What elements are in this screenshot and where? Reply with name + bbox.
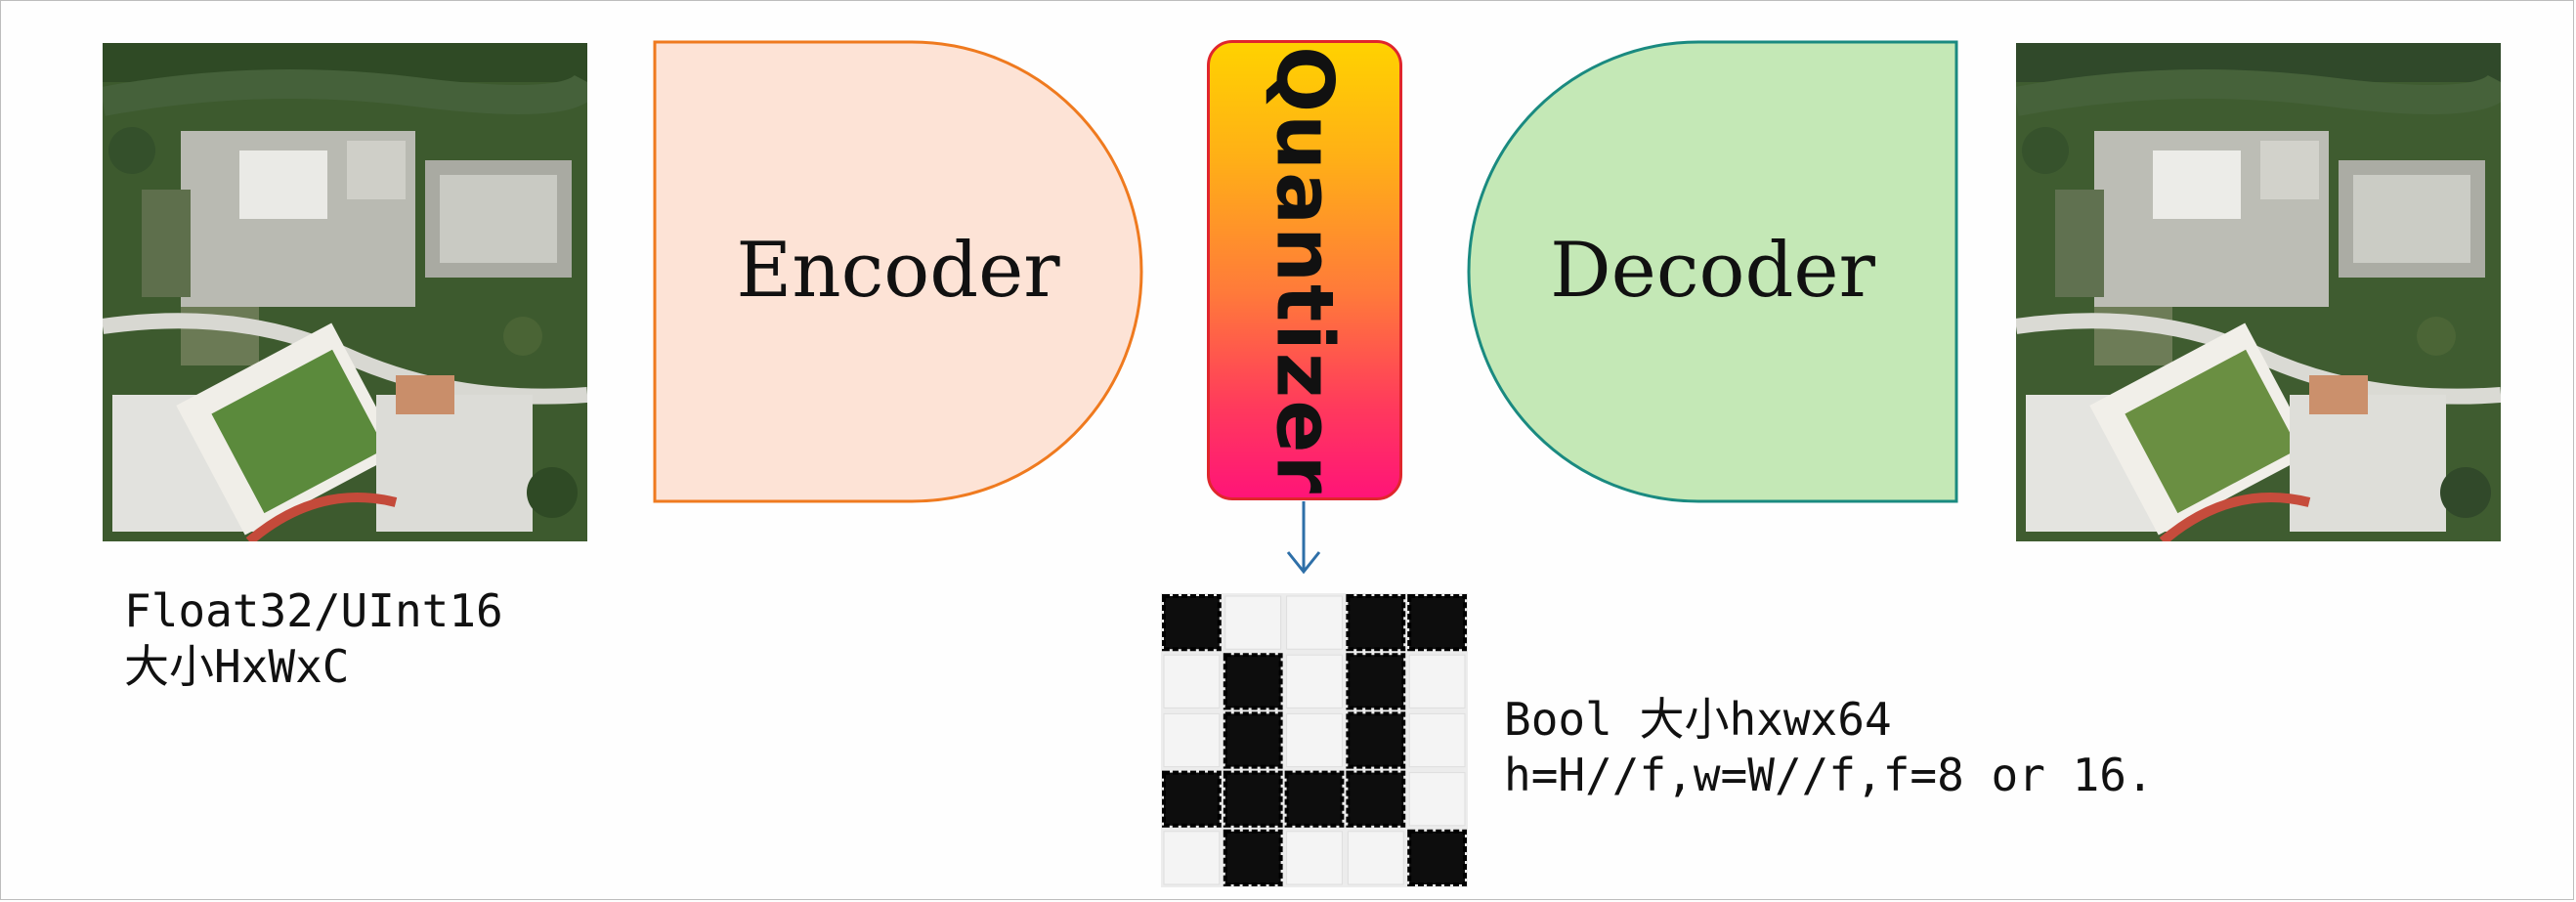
- decoder-label: Decoder: [1550, 227, 1875, 315]
- bool-cell-true: [1223, 711, 1283, 769]
- bool-cell-true: [1407, 594, 1467, 652]
- bool-cell-false: [1286, 595, 1343, 650]
- bool-cell-true: [1223, 829, 1283, 887]
- input-satellite-image: [103, 43, 587, 541]
- bool-cell-false: [1408, 712, 1466, 768]
- bool-caption: Bool 大小hxwx64 h=H//f,w=W//f,f=8 or 16.: [1504, 692, 2154, 803]
- input-caption-line1: Float32/UInt16: [124, 584, 503, 637]
- arrow-down-icon: [1286, 501, 1321, 575]
- bool-latent-grid: [1161, 593, 1468, 887]
- bool-cell-false: [1408, 654, 1466, 709]
- bool-cell-false: [1286, 654, 1343, 709]
- bool-cell-false: [1224, 595, 1282, 650]
- encoder-block: Encoder: [653, 40, 1143, 503]
- bool-caption-line2: h=H//f,w=W//f,f=8 or 16.: [1504, 749, 2154, 801]
- bool-cell-true: [1223, 653, 1283, 710]
- input-caption: Float32/UInt16 大小HxWxC: [124, 583, 503, 695]
- bool-cell-false: [1163, 712, 1221, 768]
- bool-cell-true: [1162, 594, 1222, 652]
- quantizer-block: Quantizer: [1207, 40, 1402, 500]
- bool-cell-false: [1408, 772, 1466, 827]
- encoder-label: Encoder: [736, 227, 1060, 315]
- bool-caption-line1: Bool 大小hxwx64: [1504, 693, 1892, 746]
- bool-cell-false: [1286, 712, 1343, 768]
- bool-cell-true: [1346, 770, 1406, 828]
- bool-cell-false: [1347, 831, 1404, 885]
- bool-cell-true: [1284, 770, 1345, 828]
- bool-cell-false: [1286, 831, 1343, 885]
- input-caption-line2: 大小HxWxC: [124, 640, 350, 693]
- quantizer-label: Quantizer: [1259, 45, 1351, 495]
- bool-cell-false: [1163, 831, 1221, 885]
- bool-cell-false: [1163, 654, 1221, 709]
- decoder-block: Decoder: [1467, 40, 1958, 503]
- bool-cell-true: [1346, 653, 1406, 710]
- bool-cell-true: [1346, 594, 1406, 652]
- bool-cell-true: [1223, 770, 1283, 828]
- output-satellite-image: [2016, 43, 2501, 541]
- bool-cell-true: [1162, 770, 1222, 828]
- bool-cell-true: [1407, 829, 1467, 887]
- bool-cell-true: [1346, 711, 1406, 769]
